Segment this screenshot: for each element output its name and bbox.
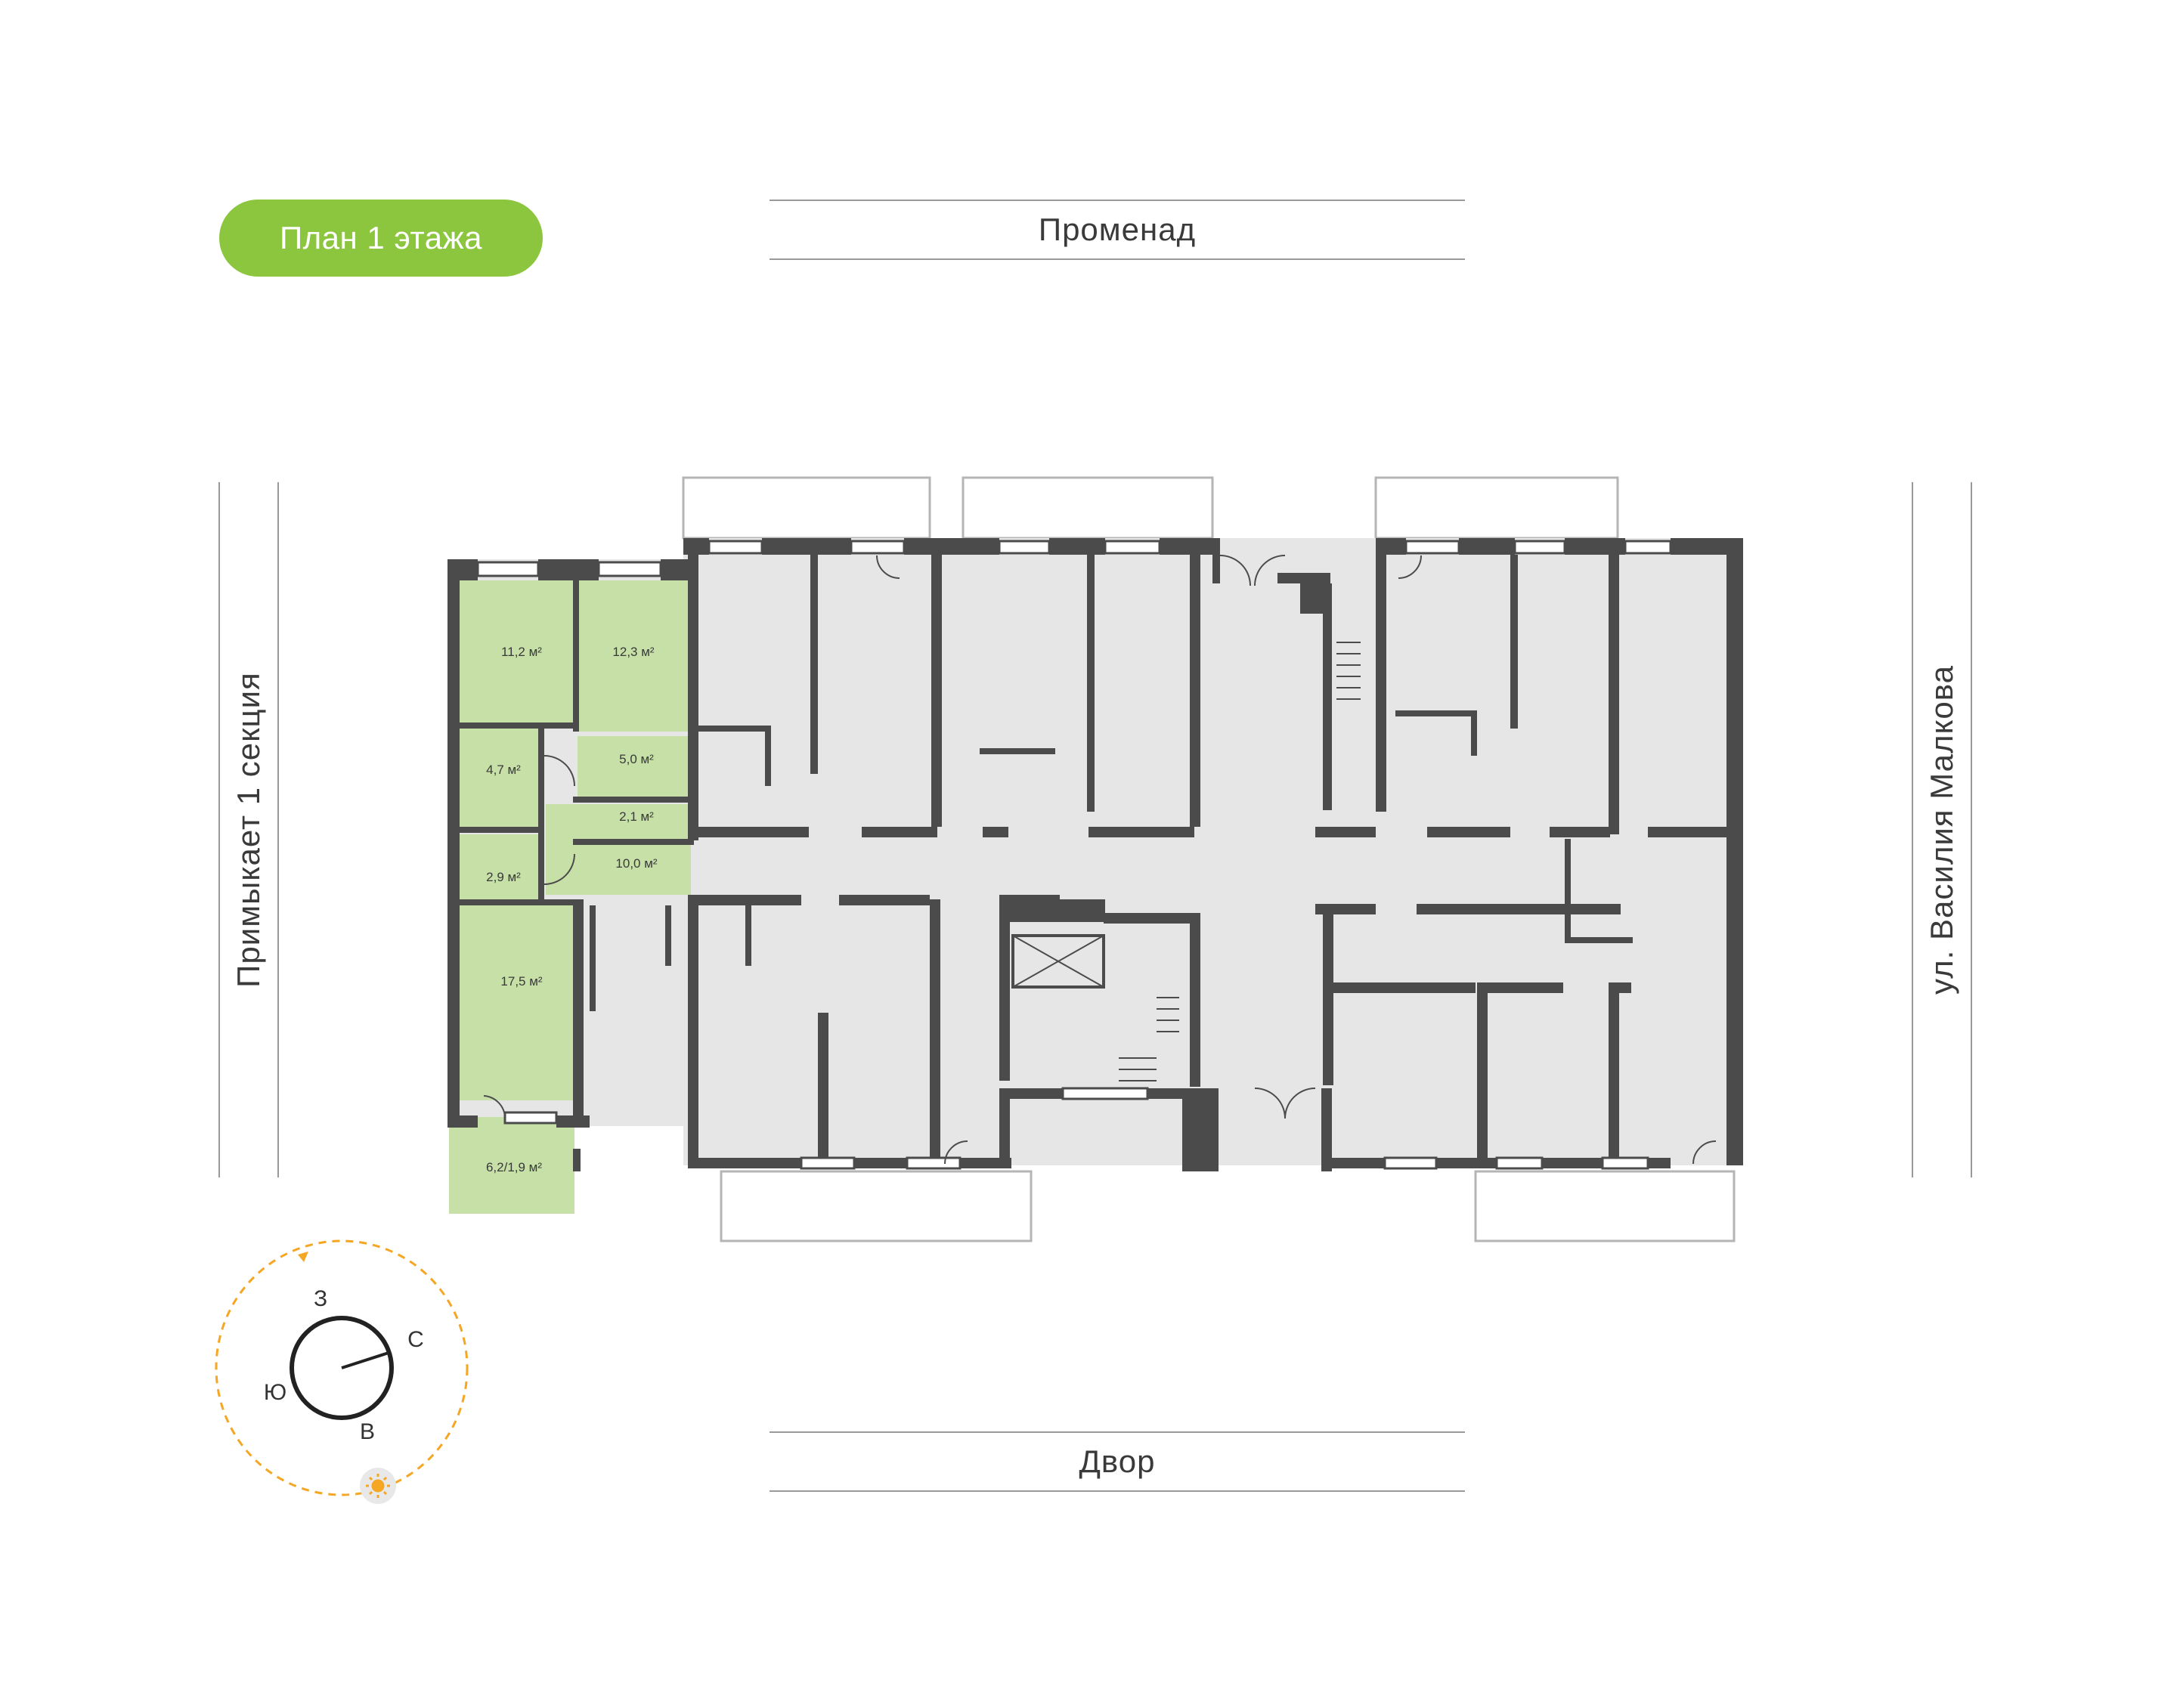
compass-west: З <box>314 1286 327 1311</box>
compass-east: В <box>360 1419 375 1444</box>
area-wc: 2,9 м² <box>486 870 521 884</box>
street-right: ул. Василия Малкова <box>1912 482 1972 1177</box>
floor-badge: План 1 этажа <box>219 200 543 277</box>
area-bath: 4,7 м² <box>486 763 521 777</box>
compass-dial <box>290 1316 394 1420</box>
area-labels: 11,2 м² 12,3 м² 5,0 м² 4,7 м² 2,1 м² 2,9… <box>486 645 658 1174</box>
street-bottom: Двор <box>770 1431 1465 1492</box>
area-room1: 11,2 м² <box>501 645 542 659</box>
sun-path <box>215 1239 469 1496</box>
walls <box>447 538 1743 1171</box>
highlighted-apartment <box>449 580 691 1214</box>
stairs-lift <box>1011 642 1361 1093</box>
compass-south: Ю <box>264 1380 286 1405</box>
sun-icon <box>366 1474 390 1498</box>
windows <box>476 540 1672 1170</box>
area-hall: 10,0 м² <box>615 856 657 871</box>
street-top-label: Променад <box>1038 212 1197 247</box>
compass: З С Ю В <box>215 1239 469 1504</box>
sun-path-arrow <box>298 1252 308 1262</box>
compass-north: С <box>407 1327 424 1352</box>
area-kitchen: 5,0 м² <box>619 752 654 766</box>
area-storage: 2,1 м² <box>619 809 654 824</box>
street-left: Примыкает 1 секция <box>218 482 279 1177</box>
balconies <box>682 476 1736 1242</box>
area-room3: 17,5 м² <box>500 974 542 989</box>
compass-needle <box>341 1351 389 1369</box>
doors <box>483 555 1717 1165</box>
area-balcony: 6,2/1,9 м² <box>486 1160 542 1174</box>
area-room2: 12,3 м² <box>612 645 654 659</box>
street-top: Променад <box>770 200 1465 260</box>
street-bottom-label: Двор <box>1079 1443 1156 1479</box>
